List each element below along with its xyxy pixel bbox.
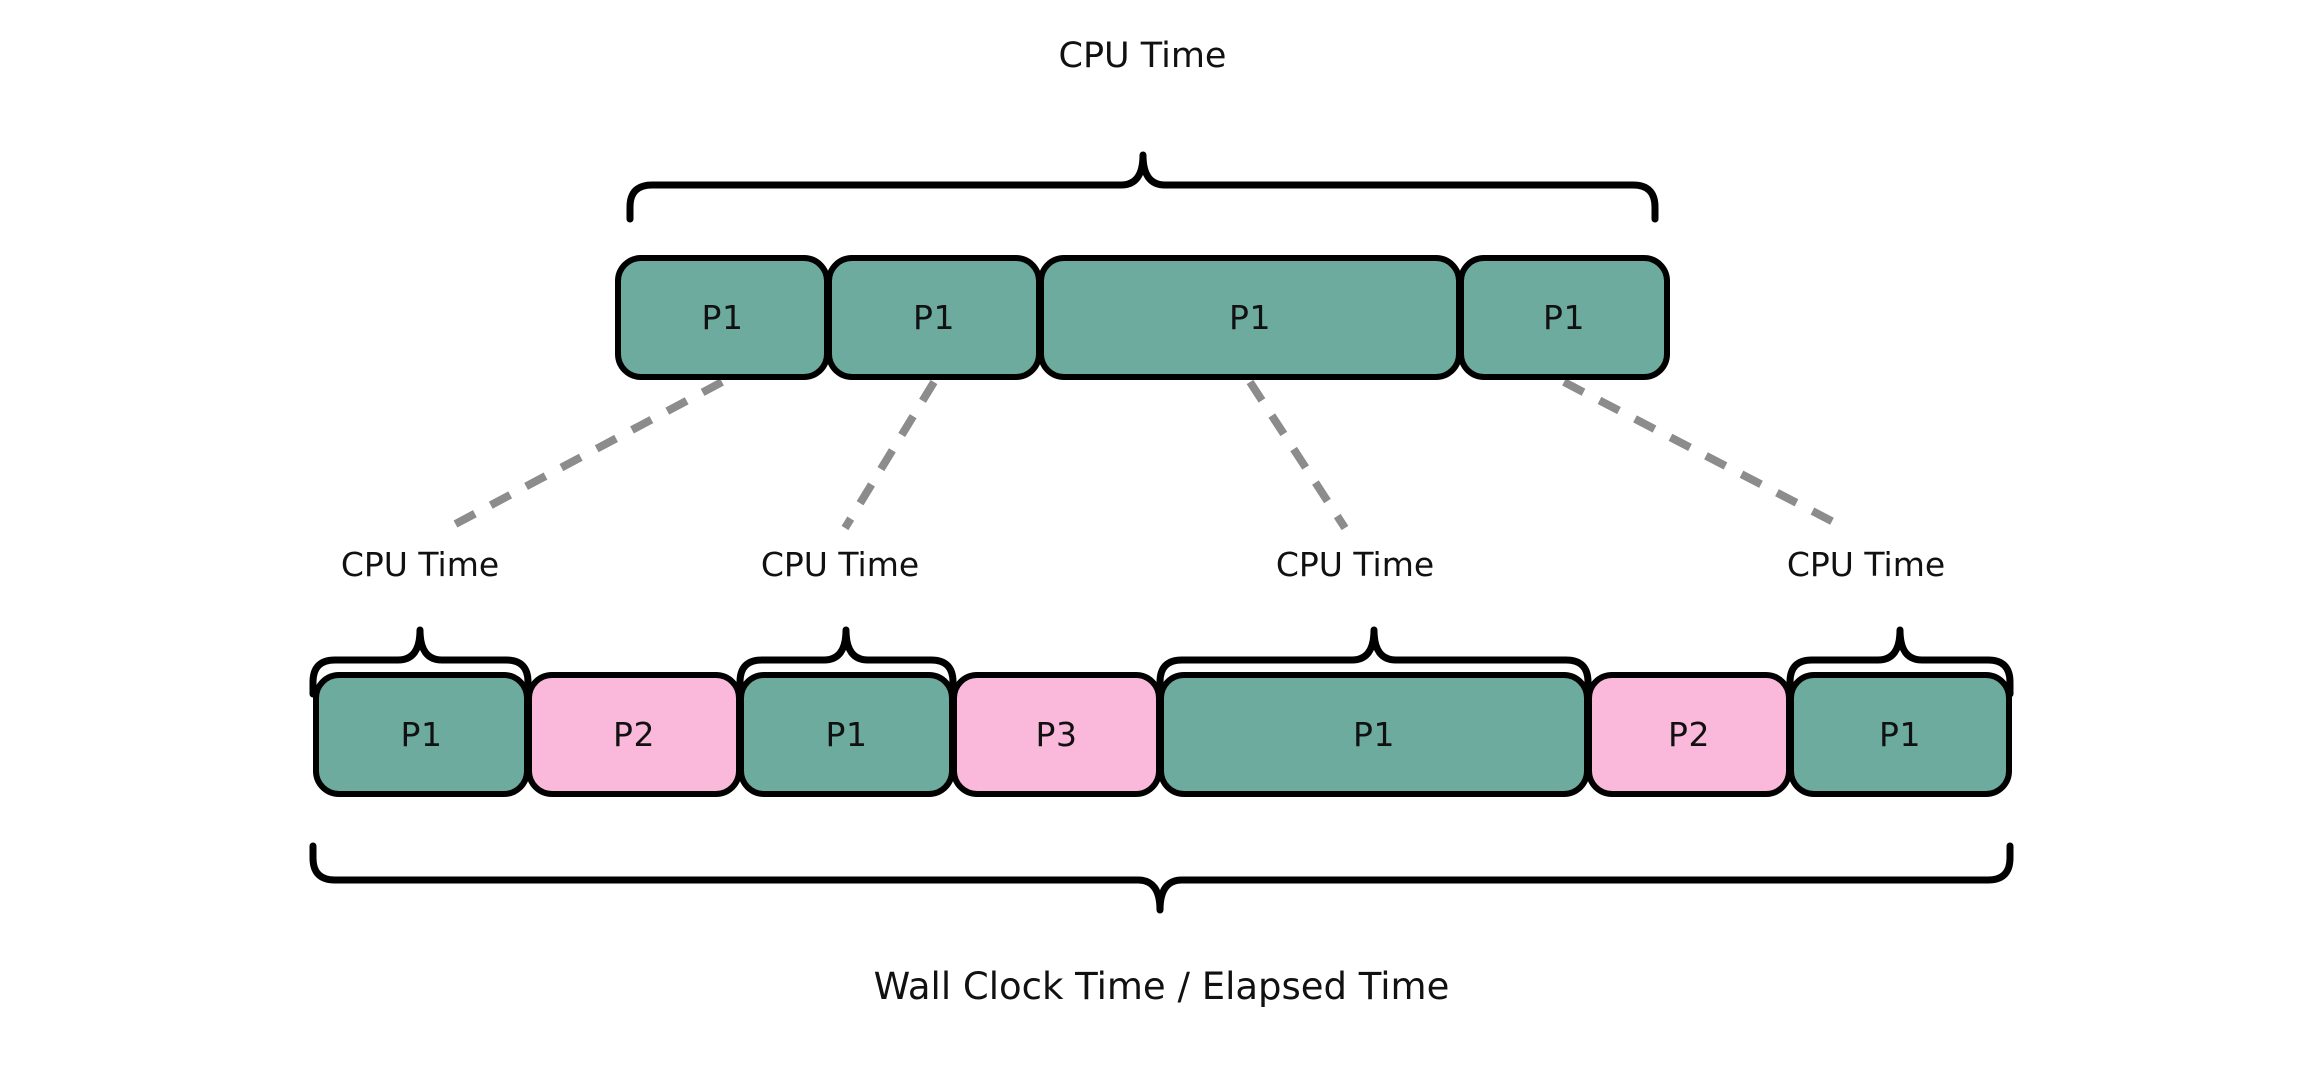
cpu-time-block-p1-4[interactable]: P1 (1458, 255, 1670, 380)
cpu-time-block-p1-2[interactable]: P1 (826, 255, 1042, 380)
process-label: P2 (613, 715, 655, 754)
process-label: P1 (400, 715, 443, 754)
wall-clock-block-p2-2[interactable]: P2 (526, 672, 742, 797)
connector-line-1 (446, 378, 724, 532)
process-label: P1 (1879, 715, 1921, 754)
cpu-slice-label-2: CPU Time (760, 545, 920, 584)
wall-clock-block-p1-1[interactable]: P1 (313, 672, 530, 797)
wall-clock-block-p1-3[interactable]: P1 (738, 672, 955, 797)
wall-clock-block-p1-5[interactable]: P1 (1158, 672, 1590, 797)
top-brace-label: CPU Time (1058, 36, 1227, 76)
cpu-slice-brace-1 (309, 626, 532, 698)
connector-line-4 (1562, 378, 1847, 532)
cpu-slice-label-1: CPU Time (340, 545, 500, 584)
process-label: P3 (1035, 715, 1078, 754)
cpu-slice-brace-2 (736, 626, 957, 698)
cpu-slice-brace-4 (1786, 626, 2014, 698)
bottom-brace (309, 842, 2014, 914)
wall-clock-block-p3-4[interactable]: P3 (951, 672, 1162, 797)
top-brace (626, 151, 1659, 223)
cpu-time-block-p1-3[interactable]: P1 (1038, 255, 1462, 380)
wall-clock-block-p1-7[interactable]: P1 (1788, 672, 2012, 797)
process-label: P1 (1543, 298, 1585, 337)
process-label: P1 (1229, 298, 1271, 337)
wall-clock-block-p2-6[interactable]: P2 (1586, 672, 1792, 797)
process-label: P2 (1668, 715, 1710, 754)
mid-braces (309, 626, 2014, 698)
connector-line-2 (841, 379, 938, 531)
connector-line-3 (1246, 379, 1349, 531)
wall-clock-brace-path (309, 842, 2014, 914)
cpu-slice-label-3: CPU Time (1275, 545, 1435, 584)
cpu-time-block-p1-1[interactable]: P1 (615, 255, 830, 380)
bottom-brace-label: Wall Clock Time / Elapsed Time (873, 965, 1450, 1008)
process-label: P1 (1353, 715, 1395, 754)
process-label: P1 (701, 298, 744, 337)
process-label: P1 (825, 715, 868, 754)
connector-lines (446, 378, 1847, 532)
top-brace-path (626, 151, 1659, 223)
cpu-slice-label-4: CPU Time (1786, 545, 1946, 584)
process-label: P1 (913, 298, 955, 337)
cpu-slice-brace-3 (1156, 626, 1592, 698)
